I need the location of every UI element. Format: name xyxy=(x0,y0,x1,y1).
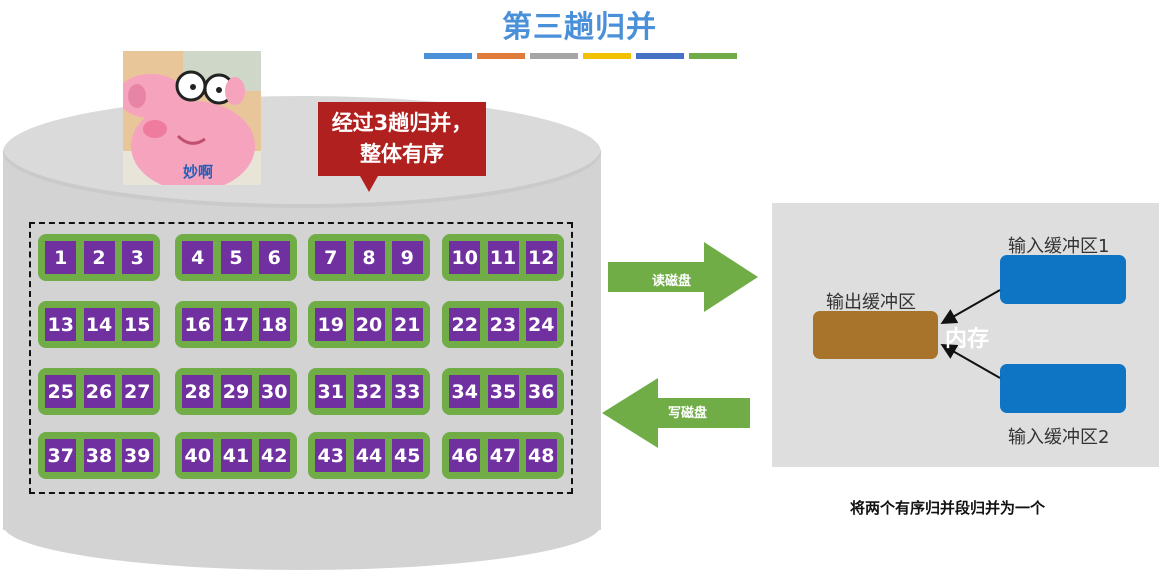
merge-run: 10 11 12 xyxy=(442,234,564,281)
record-cell: 14 xyxy=(83,308,115,341)
merge-run: 40 41 42 xyxy=(175,432,297,479)
input-buffer-2-label: 输入缓冲区2 xyxy=(1008,427,1110,448)
record-cell: 13 xyxy=(45,308,77,341)
record-cell: 18 xyxy=(258,308,290,341)
record-cell: 6 xyxy=(258,241,290,274)
record-cell: 28 xyxy=(182,375,214,408)
output-buffer-label: 输出缓冲区 xyxy=(826,292,916,313)
merge-run: 43 44 45 xyxy=(308,432,430,479)
merge-run: 1 2 3 xyxy=(38,234,160,281)
record-cell: 46 xyxy=(449,439,481,472)
record-cell: 1 xyxy=(45,241,77,274)
merge-run: 13 14 15 xyxy=(38,301,160,348)
output-buffer xyxy=(813,311,938,359)
record-cell: 5 xyxy=(220,241,252,274)
title-stripe xyxy=(583,53,631,59)
input-buffer-2 xyxy=(1000,364,1126,413)
memory-label: 内存 xyxy=(945,327,990,352)
record-cell: 20 xyxy=(353,308,385,341)
record-cell: 39 xyxy=(121,439,153,472)
record-cell: 24 xyxy=(525,308,557,341)
input-buffer-1-label: 输入缓冲区1 xyxy=(1008,236,1110,257)
title-stripe xyxy=(689,53,737,59)
record-cell: 43 xyxy=(315,439,347,472)
record-cell: 8 xyxy=(353,241,385,274)
record-cell: 21 xyxy=(391,308,423,341)
merge-run: 16 17 18 xyxy=(175,301,297,348)
record-cell: 31 xyxy=(315,375,347,408)
merge-run: 37 38 39 xyxy=(38,432,160,479)
merge-caption: 将两个有序归并段归并为一个 xyxy=(850,499,1046,517)
merge-run: 34 35 36 xyxy=(442,368,564,415)
callout-pointer xyxy=(360,176,378,192)
merge-run: 31 32 33 xyxy=(308,368,430,415)
merge-run: 28 29 30 xyxy=(175,368,297,415)
title-stripe xyxy=(636,53,684,59)
merge-run: 19 20 21 xyxy=(308,301,430,348)
record-cell: 7 xyxy=(315,241,347,274)
record-cell: 25 xyxy=(45,375,77,408)
write-disk-arrow-icon xyxy=(602,378,750,448)
record-cell: 11 xyxy=(487,241,519,274)
record-cell: 22 xyxy=(449,308,481,341)
record-cell: 3 xyxy=(121,241,153,274)
record-cell: 36 xyxy=(525,375,557,408)
record-cell: 34 xyxy=(449,375,481,408)
meme-image: 妙啊 xyxy=(123,51,261,185)
read-disk-arrow-icon xyxy=(608,242,758,312)
merge-run: 46 47 48 xyxy=(442,432,564,479)
record-cell: 23 xyxy=(487,308,519,341)
callout-line-1: 经过3趟归并， xyxy=(331,111,473,135)
write-disk-label: 写磁盘 xyxy=(668,406,708,421)
merge-run: 4 5 6 xyxy=(175,234,297,281)
title-stripe xyxy=(530,53,578,59)
record-cell: 42 xyxy=(258,439,290,472)
record-cell: 47 xyxy=(487,439,519,472)
record-cell: 32 xyxy=(353,375,385,408)
record-cell: 2 xyxy=(83,241,115,274)
record-cell: 27 xyxy=(121,375,153,408)
record-cell: 16 xyxy=(182,308,214,341)
pig-icon xyxy=(123,51,261,185)
record-cell: 48 xyxy=(525,439,557,472)
record-cell: 30 xyxy=(258,375,290,408)
meme-caption: 妙啊 xyxy=(183,163,214,181)
record-cell: 17 xyxy=(220,308,252,341)
callout: 经过3趟归并， 整体有序 xyxy=(318,102,486,176)
record-cell: 19 xyxy=(315,308,347,341)
record-cell: 4 xyxy=(182,241,214,274)
merge-run: 22 23 24 xyxy=(442,301,564,348)
record-cell: 29 xyxy=(220,375,252,408)
record-cell: 26 xyxy=(83,375,115,408)
merge-run: 7 8 9 xyxy=(308,234,430,281)
record-cell: 41 xyxy=(220,439,252,472)
input-buffer-1 xyxy=(1000,255,1126,304)
record-cell: 9 xyxy=(391,241,423,274)
merge-arrows-icon xyxy=(940,289,1001,379)
record-cell: 45 xyxy=(391,439,423,472)
record-cell: 35 xyxy=(487,375,519,408)
record-cell: 37 xyxy=(45,439,77,472)
read-disk-label: 读磁盘 xyxy=(652,274,692,289)
record-cell: 40 xyxy=(182,439,214,472)
callout-line-2: 整体有序 xyxy=(360,142,444,166)
page-title: 第三趟归并 xyxy=(502,10,657,45)
disk-data-region xyxy=(29,222,573,494)
record-cell: 12 xyxy=(525,241,557,274)
disk-top xyxy=(3,96,601,208)
record-cell: 44 xyxy=(353,439,385,472)
record-cell: 33 xyxy=(391,375,423,408)
merge-run: 25 26 27 xyxy=(38,368,160,415)
record-cell: 15 xyxy=(121,308,153,341)
title-stripe xyxy=(424,53,472,59)
record-cell: 38 xyxy=(83,439,115,472)
title-stripe xyxy=(477,53,525,59)
record-cell: 10 xyxy=(449,241,481,274)
